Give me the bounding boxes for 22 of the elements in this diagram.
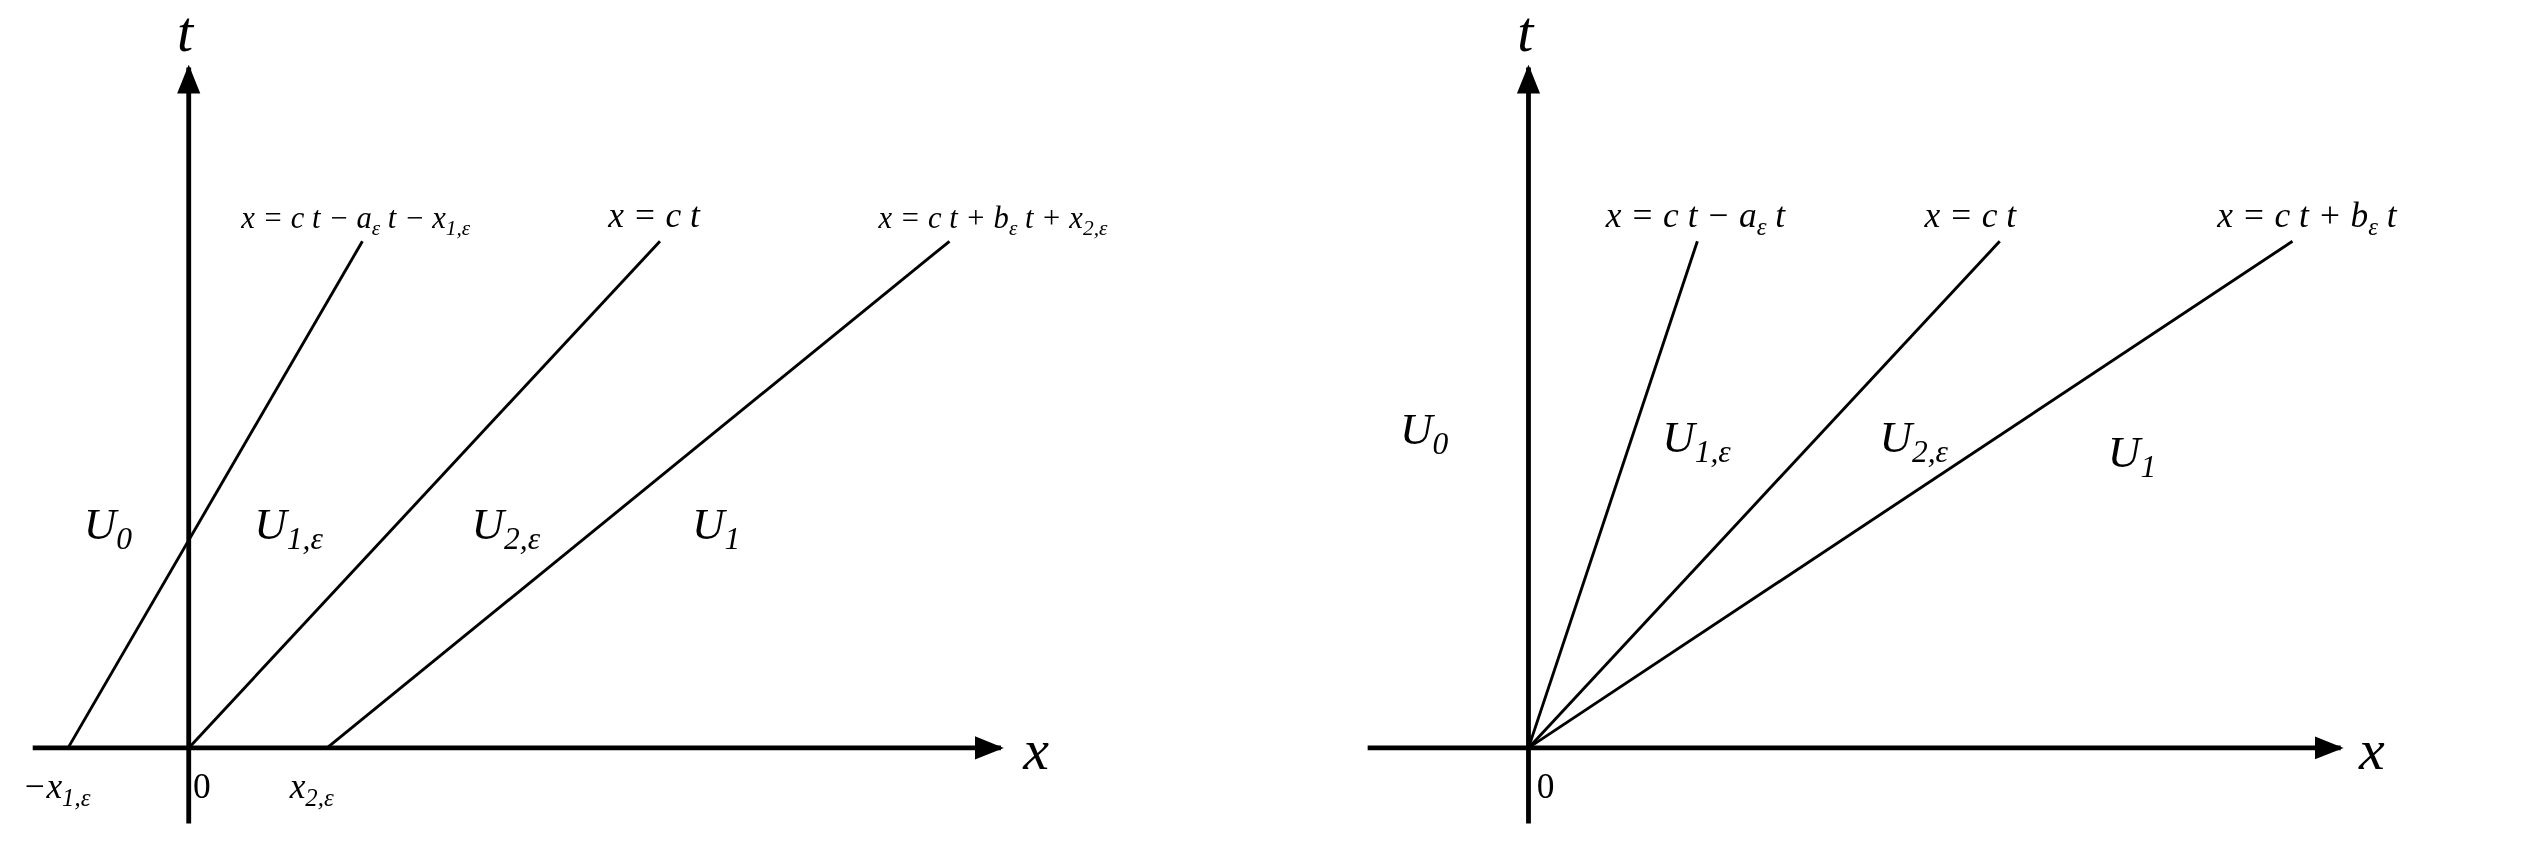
region-label: U$_{0}$ bbox=[83, 502, 132, 555]
region-label: U$_{1}$ bbox=[691, 502, 741, 555]
tick-label: x$_{2,ε}$ bbox=[289, 769, 334, 811]
tick-label: −x$_{1,ε}$ bbox=[22, 769, 91, 811]
region-label: U$_{2,ε}$ bbox=[1879, 415, 1948, 468]
equation-label: x = c t bbox=[608, 197, 700, 234]
region-label: U$_{2,ε}$ bbox=[471, 502, 541, 555]
region-label: U$_{1}$ bbox=[2107, 429, 2157, 483]
region-label: U$_{0}$ bbox=[1399, 407, 1449, 460]
equation-label: x = c t + b$_{ε}$ t bbox=[2217, 197, 2397, 240]
equation-label: x = c t + b$_{ε}$ t + x$_{2,ε}$ bbox=[878, 202, 1108, 240]
tick-label: 0 bbox=[1536, 769, 1555, 805]
region-label: U$_{1,ε}$ bbox=[1662, 415, 1731, 468]
equation-label: x = c t bbox=[1924, 197, 2017, 234]
tick-label: 0 bbox=[193, 769, 211, 805]
region-label: U$_{1,ε}$ bbox=[254, 502, 323, 555]
equation-label: x = c t − a$_{ε}$ t bbox=[1605, 197, 1786, 240]
axis-label: x bbox=[1023, 720, 1050, 779]
axis-label: t bbox=[177, 3, 194, 62]
axis-label: t bbox=[1517, 3, 1534, 62]
axis-label: x bbox=[2358, 720, 2385, 779]
equation-label: x = c t − a$_{ε}$ t − x$_{1,ε}$ bbox=[241, 202, 471, 240]
